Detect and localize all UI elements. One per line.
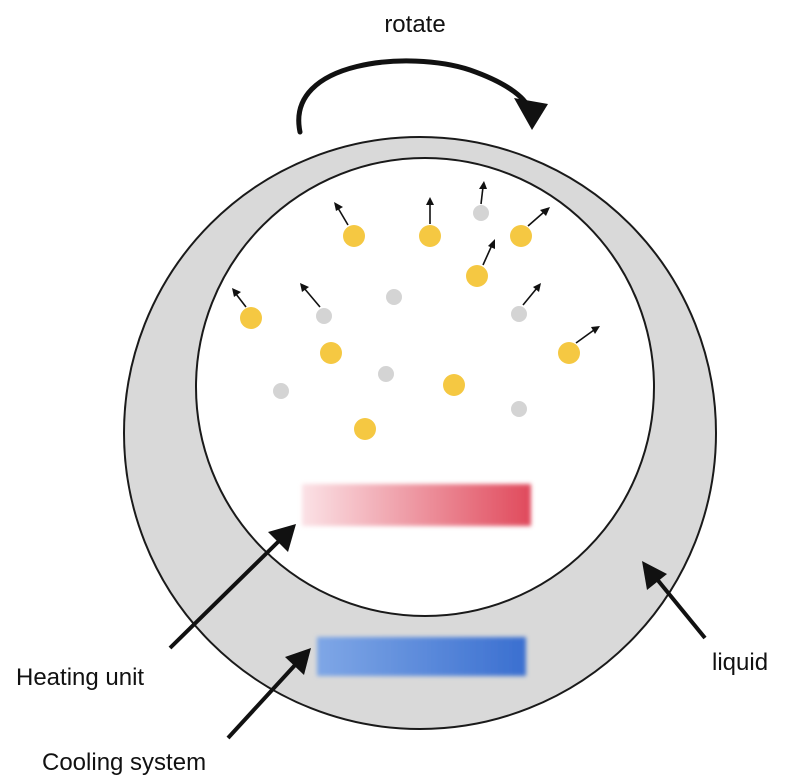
gold-particle	[419, 225, 441, 247]
motion-arrow	[232, 288, 247, 308]
gold-particle	[510, 225, 532, 247]
gray-particle	[273, 383, 289, 399]
motion-arrow	[575, 326, 600, 344]
gray-particle	[511, 306, 527, 322]
liquid-pointer-arrow	[642, 561, 707, 640]
motion-arrow	[527, 207, 550, 227]
motion-arrows	[232, 181, 600, 344]
motion-arrow	[426, 197, 434, 224]
heating-unit-label: Heating unit	[16, 664, 144, 691]
motion-arrow	[482, 239, 495, 266]
motion-arrow	[300, 283, 321, 308]
rotate-label: rotate	[384, 11, 445, 38]
gray-particle	[386, 289, 402, 305]
gold-particle	[354, 418, 376, 440]
gray-particle	[511, 401, 527, 417]
heating-unit-bar	[302, 484, 531, 526]
rotate-arrow	[296, 58, 548, 135]
liquid-label: liquid	[712, 649, 768, 676]
gold-particle	[240, 307, 262, 329]
gold-particle	[343, 225, 365, 247]
gold-particle	[558, 342, 580, 364]
gold-particle	[443, 374, 465, 396]
heating-pointer-arrow	[168, 524, 296, 650]
cooling-pointer-arrow	[226, 648, 311, 740]
gray-particle	[316, 308, 332, 324]
cooling-system-bar	[317, 637, 526, 676]
particles-group	[240, 205, 580, 440]
gold-particle	[320, 342, 342, 364]
motion-arrow	[479, 181, 487, 205]
motion-arrow	[522, 283, 541, 306]
gray-particle	[378, 366, 394, 382]
cooling-system-label: Cooling system	[42, 749, 206, 776]
gold-particle	[466, 265, 488, 287]
motion-arrow	[334, 202, 349, 226]
gray-particle	[473, 205, 489, 221]
